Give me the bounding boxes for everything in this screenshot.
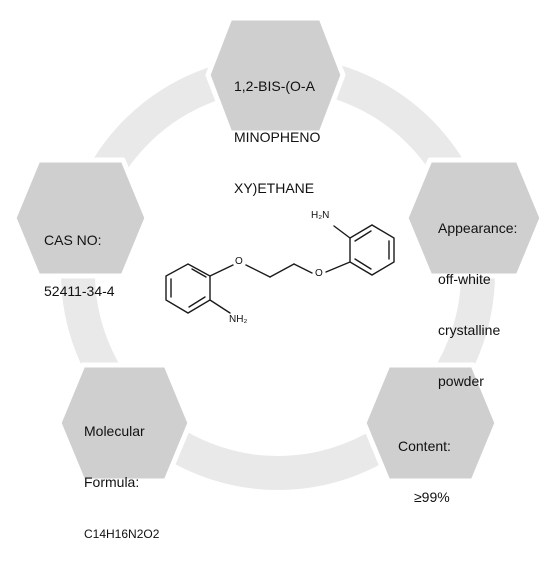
cas-label: CAS NO: 52411-34-4 xyxy=(44,198,115,334)
appearance-line-1: Appearance: xyxy=(438,220,518,236)
molecule-structure xyxy=(165,224,395,314)
bond-oxygen-right-to-ring xyxy=(325,261,351,273)
content-line-1: Content: xyxy=(398,438,451,454)
hexagon-appearance xyxy=(403,157,545,279)
hexagon-cas xyxy=(11,157,150,279)
ring-left-double-1 xyxy=(191,268,207,278)
ring-left-double-2 xyxy=(188,296,206,308)
bond-ring-left-to-amine xyxy=(209,299,231,314)
hexagon-content xyxy=(361,362,500,484)
diagram-canvas: 1,2-BIS-(O-A MINOPHENO XY)ETHANE Appeara… xyxy=(11,15,545,541)
appearance-label: Appearance: off-white crystalline powder xyxy=(438,186,517,424)
hexagon-name xyxy=(205,15,346,136)
content-line-2: ≥99% xyxy=(414,489,450,505)
formula-line-2: Formula: xyxy=(84,474,140,490)
amine-top-label: H₂N xyxy=(311,210,330,221)
appearance-line-4: powder xyxy=(438,373,484,389)
name-label: 1,2-BIS-(O-A MINOPHENO XY)ETHANE xyxy=(234,44,320,231)
bond-oxygen-left-to-ch2 xyxy=(245,264,271,278)
name-line-1: 1,2-BIS-(O-A xyxy=(234,78,315,94)
ring-right-double-1 xyxy=(354,230,372,242)
name-line-2: MINOPHENO xyxy=(234,129,321,145)
benzene-ring-right xyxy=(349,224,395,276)
cas-line-1: CAS NO: xyxy=(44,232,102,248)
diagram-svg xyxy=(11,15,545,490)
appearance-line-2: off-white xyxy=(438,271,491,287)
ring-right-double-3 xyxy=(354,258,372,270)
content-label: Content: ≥99% xyxy=(398,404,451,540)
oxygen-right-label: O xyxy=(315,268,323,279)
bond-ring-to-oxygen-left xyxy=(209,264,234,277)
formula-label: Molecular Formula: C14H16N2O2 xyxy=(84,389,159,577)
cas-line-2: 52411-34-4 xyxy=(44,283,115,299)
oxygen-left-label: O xyxy=(235,256,243,267)
formula-line-3: C14H16N2O2 xyxy=(84,527,160,541)
appearance-line-3: crystalline xyxy=(438,322,501,338)
bond-ring-right-to-amine xyxy=(333,225,351,239)
amine-bottom-label: NH₂ xyxy=(229,314,248,325)
benzene-ring-left xyxy=(165,263,211,314)
name-line-3: XY)ETHANE xyxy=(234,180,315,196)
bond-ch2-to-oxygen-right xyxy=(293,263,313,274)
bond-ch2-ch2 xyxy=(269,263,295,278)
hexagon-formula xyxy=(56,362,193,484)
formula-line-1: Molecular xyxy=(84,423,145,439)
